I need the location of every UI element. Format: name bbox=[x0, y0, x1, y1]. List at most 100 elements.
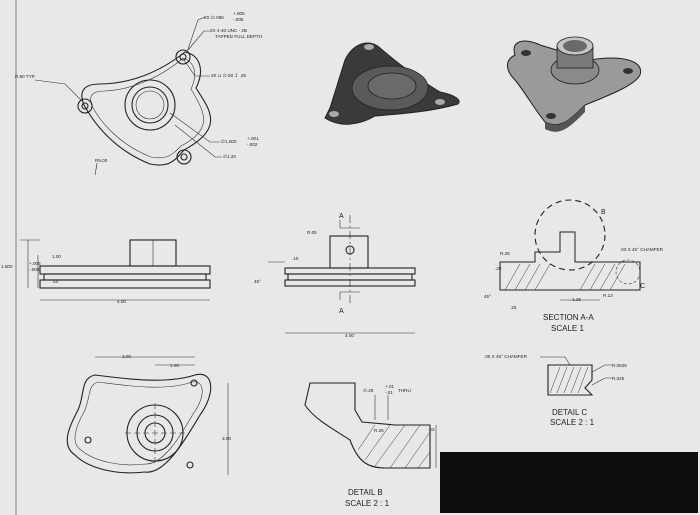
section-hole-mark bbox=[345, 245, 355, 255]
front-dim-width: 4.00 bbox=[117, 299, 126, 304]
section-dim-r: R.05 bbox=[307, 230, 317, 235]
detail-b-scale: SCALE 2 : 1 bbox=[345, 499, 390, 508]
iso-bottom-hole-3 bbox=[329, 111, 339, 117]
callout-085-tol-lower: -.005 bbox=[233, 17, 244, 22]
iso-view-bottom bbox=[324, 42, 460, 125]
bottom-view: 3.00 1.00 3.00 bbox=[66, 354, 231, 475]
callout-085: 2X ∅.085 bbox=[204, 15, 224, 20]
section-aa-view: R.25 .25 .03 X 45° CHAMFER R.13 1.25 .25… bbox=[484, 199, 664, 333]
leader-r500 bbox=[94, 162, 98, 176]
aa-dim-angle: 45° bbox=[484, 294, 491, 299]
front-dim-dia: 1.500 bbox=[1, 264, 13, 269]
iso-top-hole-3 bbox=[546, 113, 556, 119]
front-dim-dia-tol-upper: +.005 bbox=[29, 261, 41, 266]
section-view: A A R.05 .10 45° 4.00 bbox=[254, 213, 416, 338]
tapped-hole-top bbox=[175, 49, 191, 65]
iso-view-top bbox=[507, 36, 642, 132]
callout-085-tol-upper: +.005 bbox=[233, 11, 245, 16]
leader-085 bbox=[186, 16, 206, 53]
detail-b-hole-tol-lower: -.01 bbox=[385, 390, 393, 395]
bottom-dim-d3: 3.00 bbox=[222, 436, 231, 441]
detail-b-hatching bbox=[357, 424, 431, 469]
detail-c-scale: SCALE 2 : 1 bbox=[550, 418, 595, 427]
detail-c-chamfer: .05 X 45° CHAMFER bbox=[484, 354, 528, 359]
detail-b-marker: B bbox=[601, 209, 606, 216]
leader-1000 bbox=[169, 112, 220, 143]
aa-dim-r1: R.25 bbox=[500, 251, 510, 256]
iso-top-edge bbox=[545, 105, 585, 132]
detail-b-thru: THRU bbox=[398, 388, 411, 393]
tapped-hole-left-inner bbox=[81, 102, 89, 110]
detail-c-r1: R.0625 bbox=[612, 363, 627, 368]
bottom-view-inner-outline bbox=[74, 381, 203, 466]
section-cut-label-top: A bbox=[339, 213, 344, 220]
aa-dim-r2: R.13 bbox=[603, 293, 613, 298]
detail-c-view: .05 X 45° CHAMFER R.0625 R.025 DETAIL C … bbox=[484, 354, 627, 427]
section-aa-profile bbox=[499, 231, 641, 291]
aa-dim-d1: .25 bbox=[495, 266, 502, 271]
bottom-hole-bottom bbox=[186, 461, 194, 469]
bottom-hole-left bbox=[84, 436, 92, 444]
bottom-hole-top bbox=[190, 379, 198, 387]
callout-1000: ∅1.000 bbox=[221, 139, 237, 144]
iso-bottom-hub bbox=[367, 72, 417, 100]
aa-dim-d2: 1.25 bbox=[572, 297, 581, 302]
tapped-hole-left bbox=[77, 98, 93, 114]
detail-b-hole: ∅.25 bbox=[363, 388, 374, 393]
detail-b-outline bbox=[304, 382, 431, 469]
section-dim-angle: 45° bbox=[254, 279, 261, 284]
hub-bore-circle bbox=[135, 90, 165, 120]
hub-inner-circle bbox=[131, 86, 169, 124]
section-dim-width: 4.00 bbox=[345, 333, 354, 338]
section-aa-hatching bbox=[504, 263, 626, 291]
tapped-hole-bottom bbox=[176, 149, 192, 165]
detail-c-marker: C bbox=[640, 283, 645, 290]
callout-r500: R5.00 bbox=[95, 158, 108, 163]
detail-c-leader-chamfer bbox=[540, 356, 571, 366]
bottom-view-outline bbox=[66, 373, 212, 474]
front-dim-flange: .50 bbox=[52, 279, 59, 284]
leader-r50 bbox=[34, 79, 83, 102]
detail-c-leader-r1 bbox=[591, 364, 612, 373]
front-flange-bottom bbox=[39, 279, 211, 289]
leader-cbore bbox=[183, 59, 210, 77]
callout-440: 2X 4-40 UNC - 2B bbox=[210, 28, 247, 33]
redaction-block bbox=[440, 452, 698, 513]
aa-dim-chamfer: .03 X 45° CHAMFER bbox=[620, 247, 664, 252]
leader-120 bbox=[174, 124, 222, 158]
top-view-inner-outline bbox=[90, 57, 204, 159]
aa-dim-d3: .25 bbox=[510, 305, 517, 310]
detail-b-h: .63 bbox=[428, 427, 435, 432]
detail-b-view: ∅.25 +.01 -.01 THRU R.25 .63 DETAIL B SC… bbox=[304, 382, 437, 508]
detail-c-title: DETAIL C bbox=[552, 408, 587, 417]
front-dim-dia-tol-lower: -.005 bbox=[29, 267, 40, 272]
detail-c-outline bbox=[547, 364, 594, 396]
tapped-hole-top-inner bbox=[179, 53, 187, 61]
detail-b-r: R.25 bbox=[374, 428, 384, 433]
detail-b-hole-tol-upper: +.01 bbox=[385, 384, 395, 389]
iso-top-hole-1 bbox=[521, 50, 531, 56]
section-aa-title: SECTION A-A bbox=[543, 313, 594, 322]
section-cut-arrow-bottom bbox=[339, 291, 360, 300]
callout-cbore: 3X ⊔ ∅.50 ↧ .25 bbox=[211, 73, 246, 78]
detail-c-leader-r2 bbox=[591, 377, 612, 386]
leader-440 bbox=[187, 30, 210, 51]
iso-bottom-hole-2 bbox=[435, 99, 445, 105]
callout-1000-tol-lower: -.002 bbox=[247, 142, 258, 147]
tapped-hole-bottom-inner bbox=[180, 153, 188, 161]
front-view: 1.500 +.005 -.005 1.00 .50 4.00 bbox=[1, 239, 211, 304]
top-view: 2X ∅.085 +.005 -.005 2X 4-40 UNC - 2B TA… bbox=[15, 11, 262, 176]
front-dim-height: 1.00 bbox=[52, 254, 61, 259]
detail-b-circle bbox=[534, 199, 606, 271]
iso-top-bore bbox=[563, 40, 587, 52]
section-aa-scale: SCALE 1 bbox=[551, 324, 584, 333]
top-view-outline bbox=[81, 51, 212, 166]
hub-outer-circle bbox=[124, 79, 176, 131]
callout-1000-tol-upper: +.001 bbox=[247, 136, 259, 141]
callout-tapped: TAPPED FULL DEPTH bbox=[215, 34, 262, 39]
callout-r50: R.50 TYP. bbox=[15, 74, 36, 79]
section-cut-label-bottom: A bbox=[339, 308, 344, 315]
detail-c-hatching bbox=[549, 366, 589, 394]
iso-top-hole-2 bbox=[623, 68, 633, 74]
